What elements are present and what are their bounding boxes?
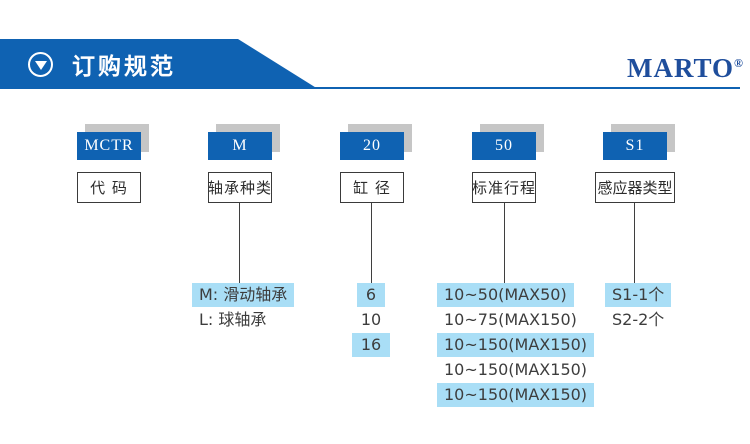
code-label-box: 代 码 bbox=[77, 172, 141, 203]
bearing-type-label-box: 轴承种类 bbox=[208, 172, 272, 203]
code-value-box: S1 bbox=[603, 132, 667, 160]
code-box-wrap: 20 bbox=[340, 124, 412, 160]
option-row: 10~150(MAX150) bbox=[437, 333, 595, 357]
bore-label-box: 缸 径 bbox=[340, 172, 404, 203]
stroke-label-box: 标准行程 bbox=[472, 172, 536, 203]
code-box-wrap: 50 bbox=[472, 124, 544, 160]
column-code: MCTR 代 码 bbox=[77, 124, 149, 203]
registered-trademark-icon: ® bbox=[734, 56, 744, 70]
column-bore: 20 缸 径 bbox=[340, 124, 412, 203]
column-sensor: S1 感应器类型 bbox=[595, 124, 675, 203]
connector-line-stroke bbox=[504, 203, 505, 283]
code-box-wrap: MCTR bbox=[77, 124, 149, 160]
code-value-box: 50 bbox=[472, 132, 536, 160]
option-row: 10 bbox=[360, 310, 382, 329]
column-bearing-type: M 轴承种类 bbox=[208, 124, 280, 203]
down-arrow-circle-icon bbox=[28, 51, 53, 77]
option-row: 10~150(MAX150) bbox=[444, 360, 588, 379]
connector-line-sensor bbox=[634, 203, 635, 283]
connector-line-bore bbox=[371, 203, 372, 283]
stroke-options: 10~50(MAX50) 10~75(MAX150) 10~150(MAX150… bbox=[437, 283, 595, 408]
option-row: S2-2个 bbox=[612, 310, 665, 329]
option-row: S1-1个 bbox=[605, 283, 672, 307]
section-header-banner: 订购规范 bbox=[0, 39, 318, 89]
code-box-wrap: M bbox=[208, 124, 280, 160]
code-value-box: M bbox=[208, 132, 272, 160]
option-row: 10~150(MAX150) bbox=[437, 383, 595, 407]
code-value-box: MCTR bbox=[77, 132, 141, 160]
connector-line-bearing bbox=[239, 203, 240, 283]
sensor-label-box: 感应器类型 bbox=[595, 172, 675, 203]
option-row: 10~50(MAX50) bbox=[437, 283, 574, 307]
column-stroke: 50 标准行程 bbox=[472, 124, 544, 203]
option-row: M: 滑动轴承 bbox=[192, 283, 295, 307]
option-row: 16 bbox=[351, 333, 391, 357]
bearing-type-options: M: 滑动轴承 L: 球轴承 bbox=[192, 283, 295, 333]
header-divider-line bbox=[300, 87, 740, 89]
brand-logo: MARTO® bbox=[627, 53, 744, 84]
brand-name: MARTO bbox=[626, 53, 735, 83]
sensor-options: S1-1个 S2-2个 bbox=[605, 283, 672, 333]
option-row: 6 bbox=[356, 283, 386, 307]
option-row: 10~75(MAX150) bbox=[444, 310, 577, 329]
section-title: 订购规范 bbox=[72, 54, 176, 80]
bore-options: 6 10 16 bbox=[338, 283, 404, 358]
option-row: L: 球轴承 bbox=[199, 310, 267, 329]
code-box-wrap: S1 bbox=[603, 124, 675, 160]
code-value-box: 20 bbox=[340, 132, 404, 160]
